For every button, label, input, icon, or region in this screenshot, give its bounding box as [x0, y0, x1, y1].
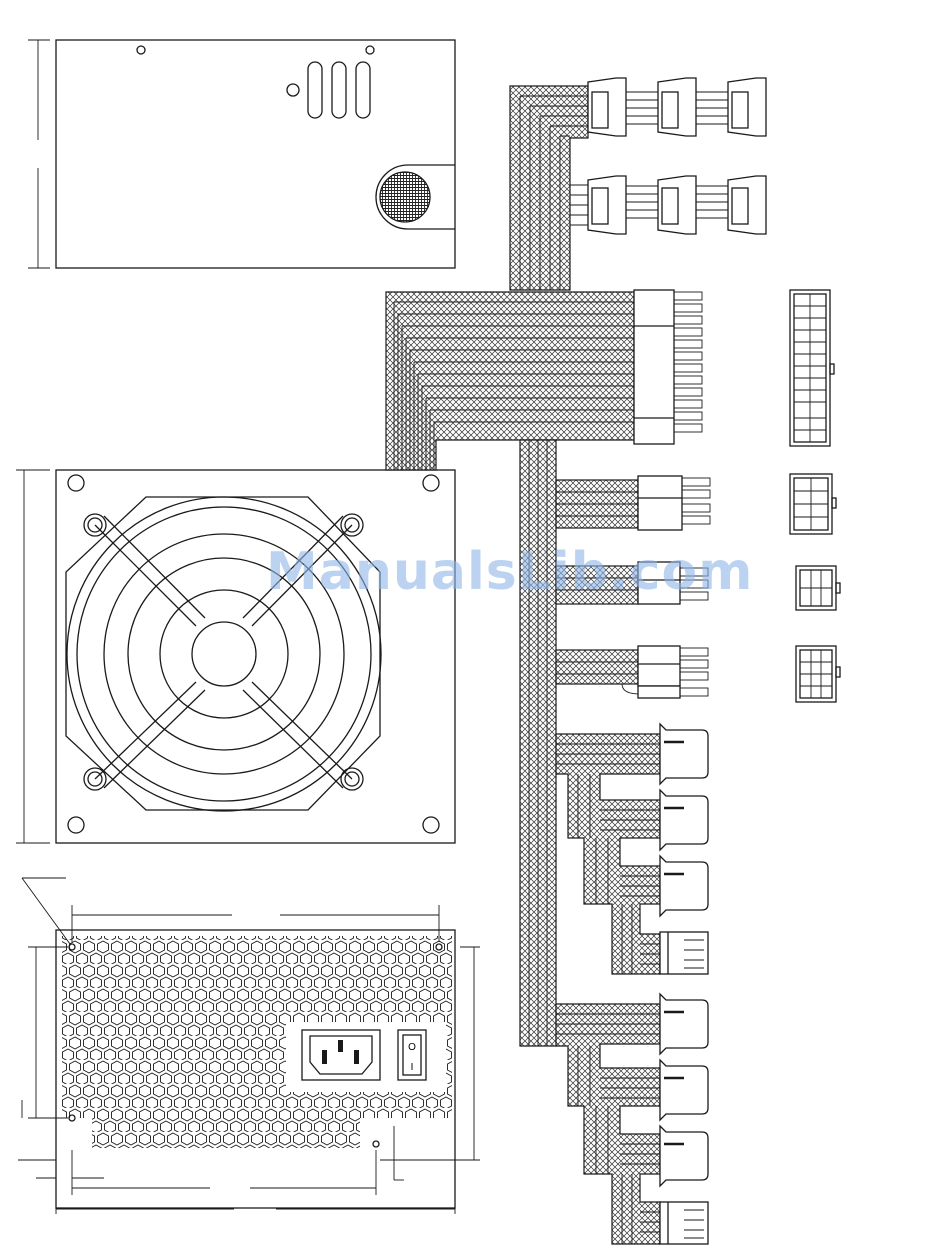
switch-off-mark: O [408, 1042, 416, 1053]
sata-connector-icon [588, 176, 626, 234]
pcie-8pin-face [796, 646, 840, 702]
molex-connector-icon [660, 994, 708, 1054]
molex-chain-2 [660, 994, 708, 1244]
sata-connector-icon [658, 78, 696, 136]
psu-fan-view [16, 470, 455, 843]
molex-connector-icon [660, 1060, 708, 1120]
sata-connector-icon [588, 78, 626, 136]
atx-24pin-connector [634, 290, 702, 444]
floppy-connector-icon [660, 932, 708, 974]
vent-grill-icon [380, 172, 430, 222]
atx-24pin-face [790, 290, 834, 446]
sata-connectors-row-2 [588, 176, 766, 234]
watermark: ManualsLib.com [266, 542, 753, 602]
molex-connector-icon [660, 856, 708, 916]
molex-connector-icon [660, 724, 708, 784]
eps-8pin-connector [638, 476, 710, 530]
pcie-6plus2-connector [638, 646, 708, 698]
sata-connector-icon [728, 78, 766, 136]
molex-connector-icon [660, 1126, 708, 1186]
switch-on-mark: I [411, 1062, 414, 1073]
sata-connector-icon [728, 176, 766, 234]
floppy-connector-icon [660, 1202, 708, 1244]
sata-connectors-row-1 [588, 78, 766, 136]
molex-connector-icon [660, 790, 708, 850]
pcie-6pin-face [796, 566, 840, 610]
psu-rear-view: O I [18, 878, 480, 1214]
sata-connector-icon [658, 176, 696, 234]
psu-top-view [28, 40, 455, 268]
eps-8pin-face [790, 474, 836, 534]
molex-chain-1 [660, 724, 708, 974]
